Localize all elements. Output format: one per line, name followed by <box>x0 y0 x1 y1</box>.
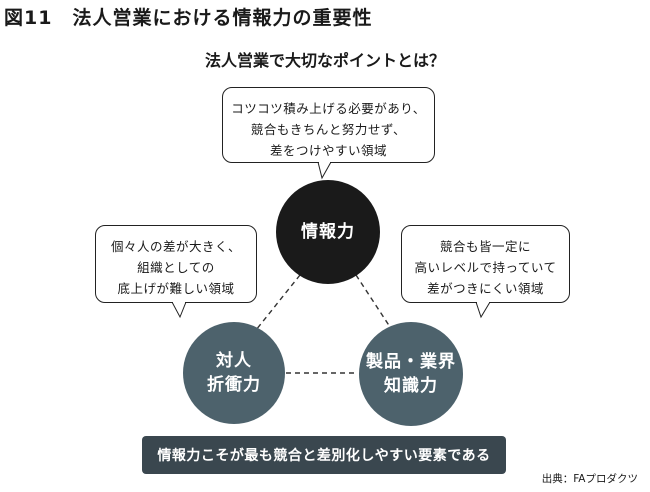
bubble-line: 高いレベルで持っていて <box>414 260 557 275</box>
circle-label: 知識力 <box>384 376 438 396</box>
bubble-line: 競合も皆一定に <box>439 239 531 254</box>
bubble-line: 個々人の差が大きく、 <box>110 239 241 254</box>
speech-bubble-negotiation: 個々人の差が大きく、 組織としての 底上げが難しい領域 <box>95 225 257 303</box>
conclusion-banner: 情報力こそが最も競合と差別化しやすい要素である <box>142 436 506 474</box>
product-knowledge-circle: 製品・業界 知識力 <box>359 322 463 426</box>
speech-bubble-information: コツコツ積み上げる必要があり、 競合もきちんと努力せず、 差をつけやすい領域 <box>222 87 435 163</box>
circle-label: 情報力 <box>301 222 355 242</box>
connector-info-negotiation <box>255 274 301 331</box>
information-circle: 情報力 <box>276 180 380 284</box>
bubble-line: 組織としての <box>137 260 215 275</box>
figure-title: 図11 法人営業における情報力の重要性 <box>4 7 373 29</box>
bubble-line: 差をつけやすい領域 <box>269 143 387 158</box>
tail-join-left <box>173 300 185 303</box>
source-credit: 出典：FAプロダクツ <box>541 473 638 485</box>
bubble-line: 競合もきちんと努力せず、 <box>250 122 407 137</box>
bubble-line: 底上げが難しい領域 <box>117 281 235 296</box>
tail-join-top <box>319 160 330 163</box>
bubble-line: コツコツ積み上げる必要があり、 <box>231 101 426 116</box>
circle-label: 製品・業界 <box>366 352 456 372</box>
speech-bubble-product-knowledge: 競合も皆一定に 高いレベルで持っていて 差がつきにくい領域 <box>401 225 570 303</box>
bubble-line: 差がつきにくい領域 <box>427 281 544 296</box>
connector-info-product <box>355 274 393 331</box>
tail-join-right <box>477 300 489 303</box>
diagram-subtitle: 法人営業で大切なポイントとは？ <box>204 51 445 70</box>
circle-label: 対人 <box>216 351 252 371</box>
circle-label: 折衝力 <box>207 375 261 395</box>
negotiation-circle: 対人 折衝力 <box>183 322 285 424</box>
